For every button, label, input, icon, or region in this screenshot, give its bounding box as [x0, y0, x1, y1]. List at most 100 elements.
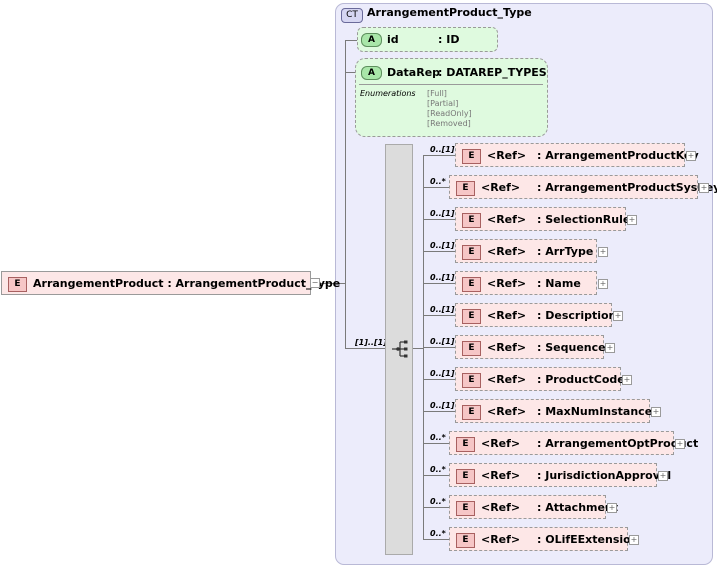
- complex-type-badge: CT: [341, 8, 363, 23]
- branch-line: [423, 475, 449, 476]
- attribute-name: DataRep: [387, 66, 441, 79]
- expand-toggle[interactable]: +: [607, 503, 617, 513]
- enum-divider: [359, 84, 543, 85]
- element-ref[interactable]: E <Ref> : Description: [455, 303, 616, 327]
- element-ref[interactable]: E <Ref> : Attachment: [449, 495, 618, 519]
- sequence-icon: [391, 339, 411, 359]
- root-element[interactable]: E ArrangementProduct : ArrangementProduc…: [1, 271, 340, 295]
- expand-toggle[interactable]: +: [627, 215, 637, 225]
- element-ref-label: <Ref>: [481, 437, 521, 450]
- branch-line: [423, 379, 455, 380]
- expand-toggle[interactable]: +: [605, 343, 615, 353]
- element-badge: E: [456, 533, 475, 548]
- element-cardinality: 0..*: [430, 177, 446, 186]
- element-cardinality: 0..*: [430, 433, 446, 442]
- element-ref[interactable]: E <Ref> : MaxNumInstances: [455, 399, 659, 423]
- element-ref[interactable]: E <Ref> : JurisdictionApproval: [449, 463, 671, 487]
- element-badge: E: [462, 309, 481, 324]
- element-ref-label: <Ref>: [481, 469, 521, 482]
- element-ref-label: <Ref>: [481, 501, 521, 514]
- element-cardinality: 0..[1]: [430, 241, 455, 250]
- element-ref[interactable]: E <Ref> : Name: [455, 271, 597, 295]
- seq-connector: [345, 348, 385, 349]
- element-ref-label: <Ref>: [481, 533, 521, 546]
- element-ref[interactable]: E <Ref> : ArrangementProductKey: [455, 143, 699, 167]
- element-badge: E: [456, 181, 475, 196]
- element-badge: E: [456, 501, 475, 516]
- element-name: : Attachment: [537, 501, 619, 514]
- branch-line: [423, 507, 449, 508]
- seq-branch-stub: [413, 348, 423, 349]
- element-name: : SelectionRule: [537, 213, 631, 226]
- element-cardinality: 0..[1]: [430, 145, 455, 154]
- element-badge: E: [462, 277, 481, 292]
- element-name: : ArrangementProductSysKey: [537, 181, 717, 194]
- element-cardinality: 0..[1]: [430, 273, 455, 282]
- element-cardinality: 0..[1]: [430, 337, 455, 346]
- enum-value: [Partial]: [427, 99, 459, 108]
- element-ref-label: <Ref>: [487, 213, 527, 226]
- branch-line: [423, 251, 455, 252]
- element-name: : JurisdictionApproval: [537, 469, 672, 482]
- element-ref-label: <Ref>: [487, 309, 527, 322]
- expand-toggle[interactable]: +: [658, 471, 668, 481]
- element-name: : OLifEExtension: [537, 533, 639, 546]
- branch-line: [423, 187, 449, 188]
- branch-line: [423, 315, 455, 316]
- element-ref[interactable]: E <Ref> : ArrType: [455, 239, 597, 263]
- element-ref-label: <Ref>: [487, 373, 527, 386]
- root-element-label: ArrangementProduct : ArrangementProduct_…: [33, 277, 341, 290]
- element-ref[interactable]: E <Ref> : Sequence: [455, 335, 606, 359]
- element-ref[interactable]: E <Ref> : SelectionRule: [455, 207, 630, 231]
- enum-value: [Full]: [427, 89, 447, 98]
- attribute-trunk-line: [345, 40, 346, 284]
- element-cardinality: 0..*: [430, 529, 446, 538]
- element-cardinality: 0..[1]: [430, 305, 455, 314]
- expand-toggle[interactable]: +: [651, 407, 661, 417]
- branch-line: [423, 411, 455, 412]
- attribute-badge: A: [361, 33, 382, 47]
- element-ref-label: <Ref>: [487, 277, 527, 290]
- element-ref-label: <Ref>: [487, 245, 527, 258]
- expand-toggle[interactable]: +: [613, 311, 623, 321]
- expand-toggle[interactable]: +: [675, 439, 685, 449]
- element-badge: E: [462, 213, 481, 228]
- expand-toggle[interactable]: +: [598, 247, 608, 257]
- attribute-id[interactable]: A id : ID: [357, 27, 498, 52]
- element-cardinality: 0..[1]: [430, 401, 455, 410]
- attribute-type: : ID: [438, 33, 460, 46]
- element-name: : ProductCode: [537, 373, 625, 386]
- element-badge: E: [456, 469, 475, 484]
- element-ref-label: <Ref>: [487, 149, 527, 162]
- element-ref[interactable]: E <Ref> : ArrangementOptProduct: [449, 431, 698, 455]
- branch-line: [423, 155, 455, 156]
- enum-value: [ReadOnly]: [427, 109, 472, 118]
- attribute-datarep[interactable]: A DataRep : DATAREP_TYPES Enumerations […: [355, 58, 548, 137]
- element-ref[interactable]: E <Ref> : ArrangementProductSysKey: [449, 175, 717, 199]
- expand-toggle[interactable]: +: [686, 151, 696, 161]
- element-badge: E: [462, 373, 481, 388]
- element-name: : Sequence: [537, 341, 606, 354]
- complex-type-title: ArrangementProduct_Type: [367, 6, 532, 19]
- branch-line: [423, 219, 455, 220]
- element-name: : Name: [537, 277, 581, 290]
- element-badge: E: [462, 245, 481, 260]
- element-cardinality: 0..[1]: [430, 209, 455, 218]
- element-badge: E: [462, 341, 481, 356]
- expand-toggle[interactable]: +: [699, 183, 709, 193]
- attr-connector-datarep: [345, 72, 358, 73]
- expand-toggle[interactable]: +: [629, 535, 639, 545]
- root-connector: [320, 283, 345, 284]
- element-ref[interactable]: E <Ref> : OLifEExtension: [449, 527, 639, 551]
- element-ref[interactable]: E <Ref> : ProductCode: [455, 367, 625, 391]
- element-cardinality: 0..*: [430, 497, 446, 506]
- element-ref-label: <Ref>: [487, 405, 527, 418]
- attr-connector-id: [345, 40, 358, 41]
- expand-toggle[interactable]: +: [598, 279, 608, 289]
- attribute-badge: A: [361, 66, 382, 80]
- attribute-name: id: [387, 33, 399, 46]
- expand-toggle[interactable]: +: [622, 375, 632, 385]
- branch-line: [423, 283, 455, 284]
- collapse-toggle[interactable]: −: [310, 278, 320, 288]
- enum-value: [Removed]: [427, 119, 471, 128]
